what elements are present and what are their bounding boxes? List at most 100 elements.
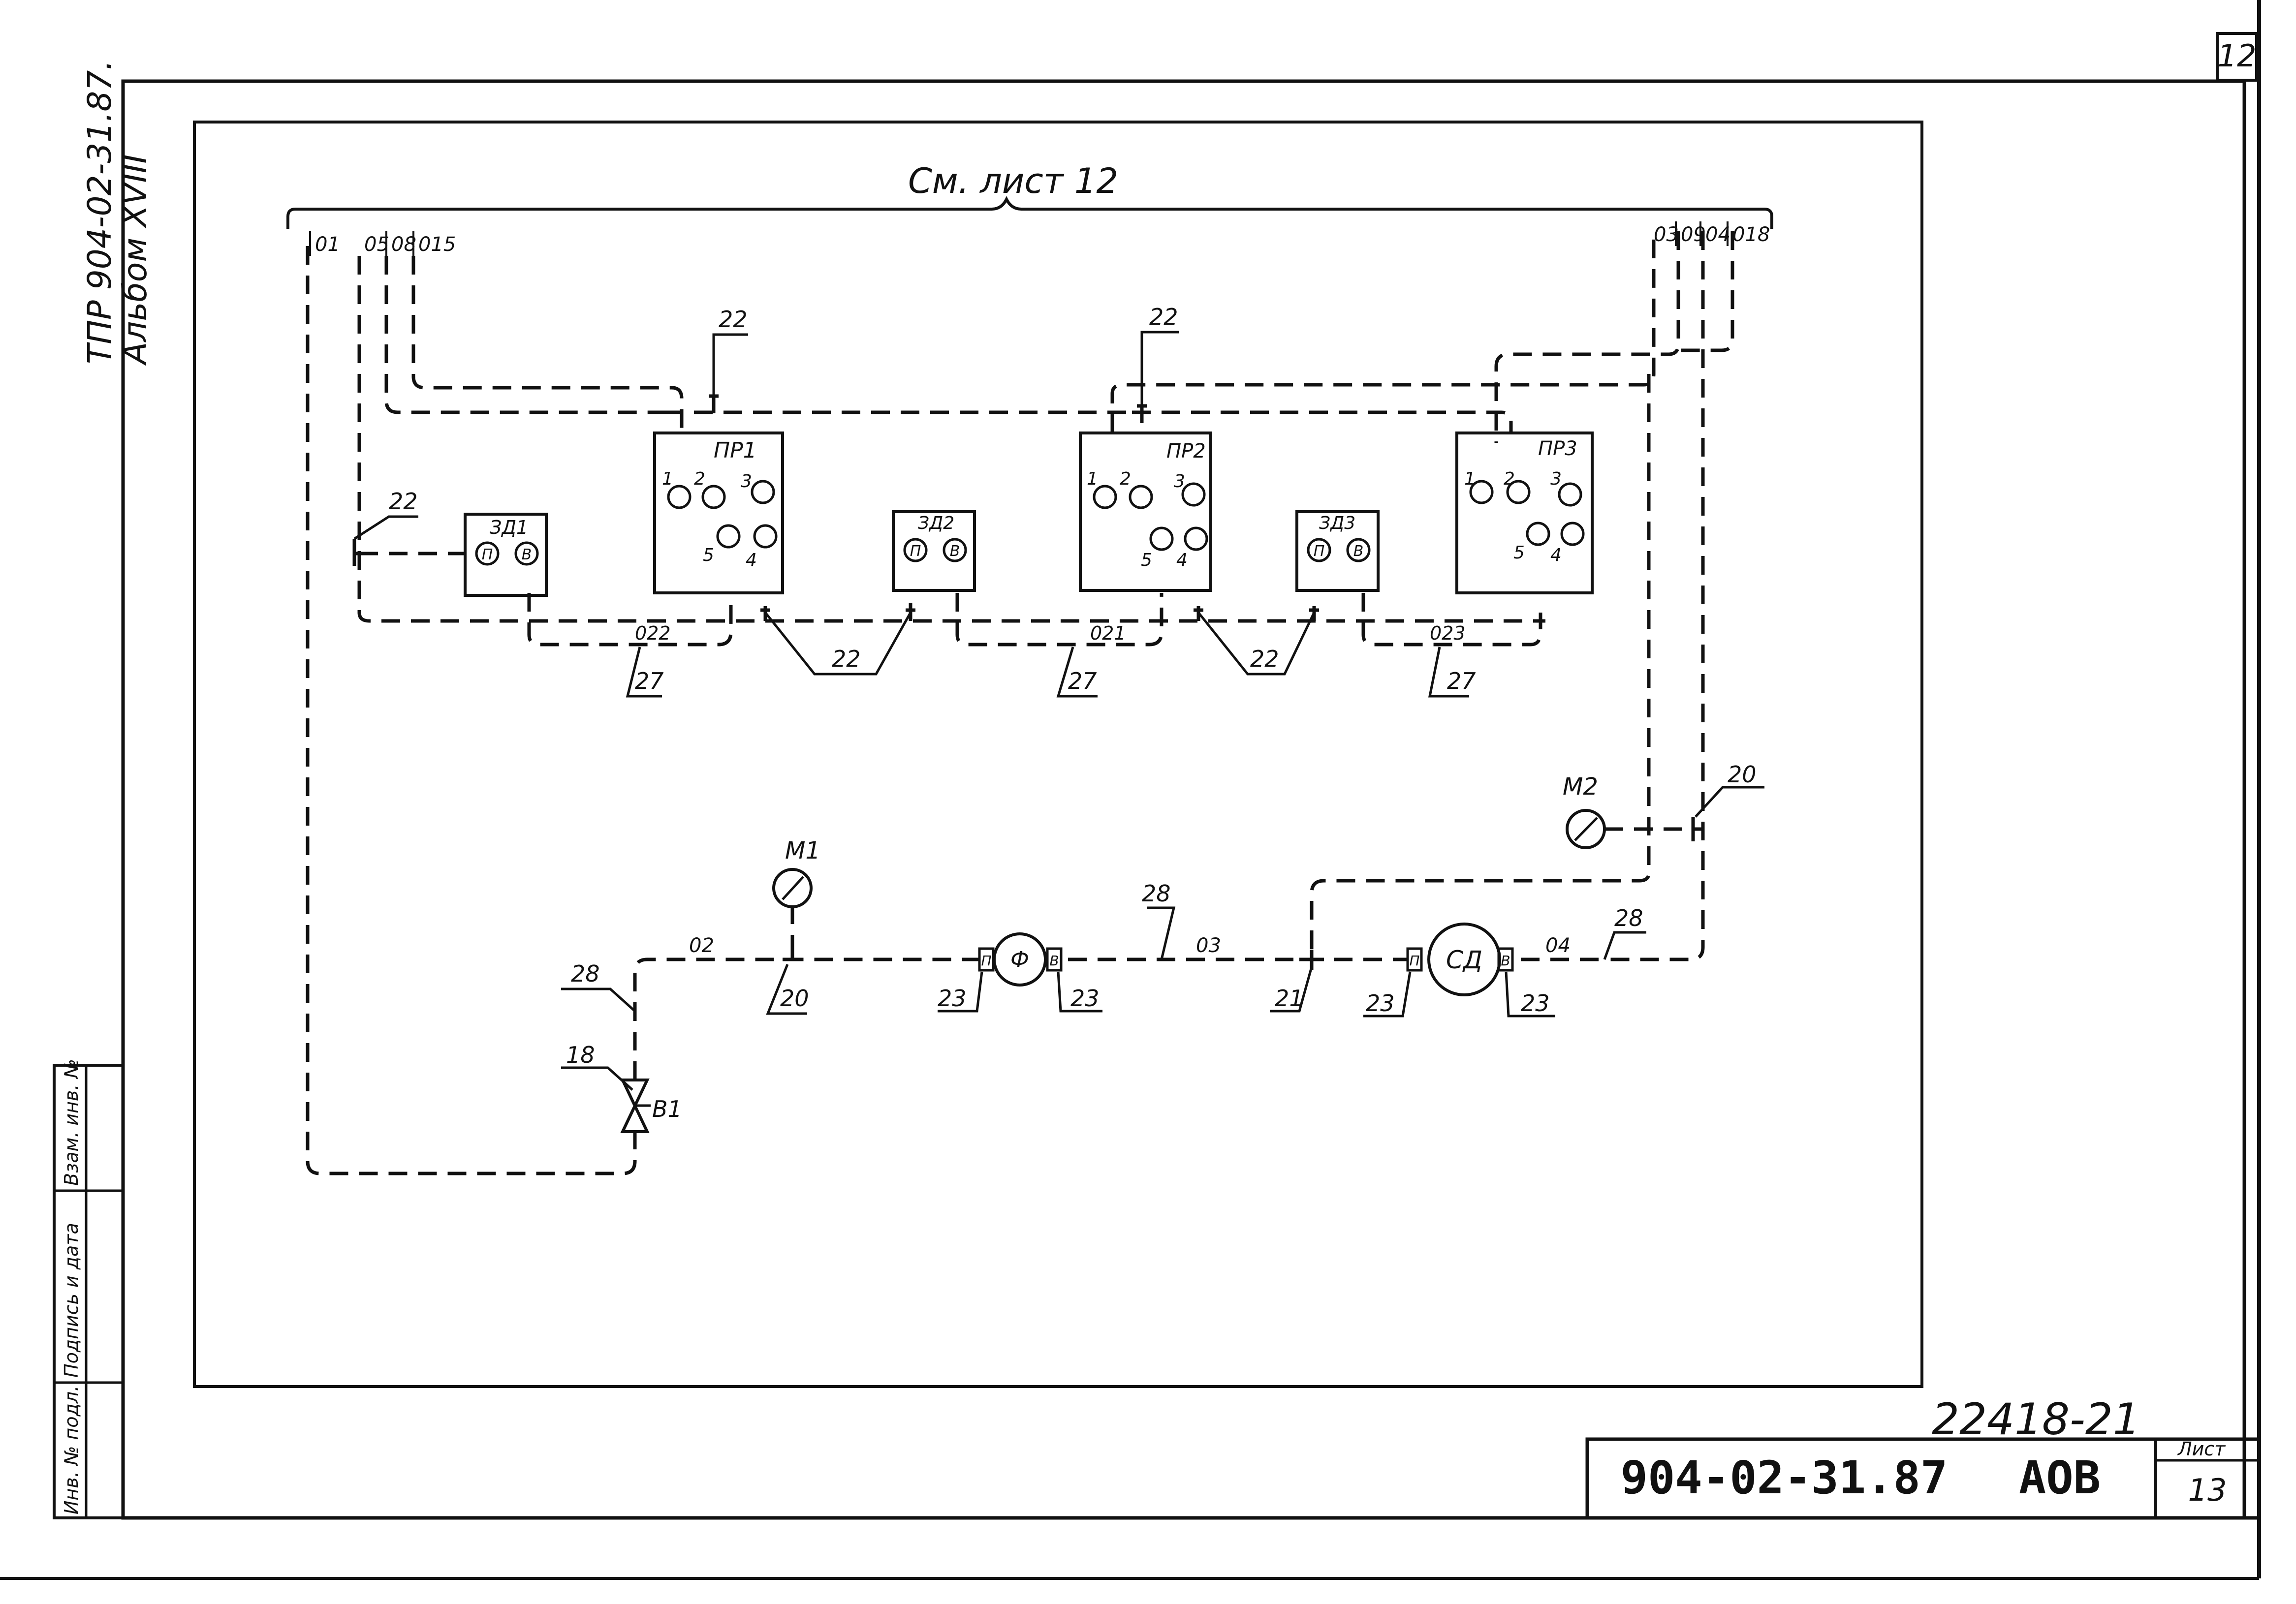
callout-22-b: 22: [1149, 304, 1178, 330]
callout-22-c: 22: [389, 488, 418, 515]
callout-27-b: 27: [1068, 668, 1097, 694]
callout-27-c: 27: [1447, 668, 1476, 694]
pipe-09: [1494, 231, 1680, 443]
panel-pr3-port-5: 5: [1513, 543, 1525, 563]
document-code: 904-02-31.87: [1621, 1451, 1948, 1504]
panel-pr3-label: ПР3: [1538, 437, 1577, 460]
panel-pr2-port-5: 5: [1141, 550, 1152, 570]
gauge-m1: М1 20: [766, 837, 820, 1015]
dryer-outlet-label: В: [1501, 953, 1510, 969]
pipe-018: [1678, 231, 1734, 352]
line-label-03-top: 03: [1654, 223, 1679, 246]
line-label-05: 05: [364, 233, 389, 256]
line-label-08: 08: [391, 233, 416, 256]
callout-27-a: 27: [635, 668, 664, 694]
section-code: АОВ: [2019, 1451, 2101, 1504]
callouts-22: 22 22 22 22 22: [353, 304, 1316, 676]
gauge-m1-label: М1: [785, 837, 820, 864]
top-left-line-labels: 01 05 08 015: [309, 231, 456, 256]
stamp-cell-inventory: Инв. № подл.: [61, 1386, 82, 1514]
sensor-zd1-port-v: В: [522, 546, 532, 563]
drawing-area-border: [193, 121, 1923, 1388]
sheet-label: Лист: [2177, 1438, 2226, 1460]
line-label-015: 015: [418, 233, 456, 256]
reference-brace: См. лист 12: [286, 161, 1773, 229]
sensor-zd1: ЗД1 П В: [464, 513, 548, 597]
dryer-inlet-label: П: [1409, 953, 1419, 969]
dryer: П СД В 23 23: [1363, 923, 1555, 1018]
pipe-drain-023: [1361, 593, 1542, 647]
panel-pr1-port-1: 1: [662, 469, 673, 489]
callout-23-c: 23: [1366, 990, 1395, 1017]
pipe-drain-021: [955, 593, 1164, 647]
sensor-zd3-port-p: П: [1314, 543, 1325, 560]
piping: [306, 231, 1734, 1175]
pipe-015: [411, 256, 684, 433]
callout-22-a: 22: [719, 306, 748, 333]
side-title: ТПР 904-02-31.87. Альбом XVIII: [81, 60, 154, 366]
line-label-03: 03: [1196, 934, 1221, 957]
gauge-m2-label: М2: [1563, 773, 1598, 801]
callout-28-right: 28: [1614, 905, 1643, 931]
pipe-05: [357, 256, 1545, 623]
callouts-27: 27 27 27: [626, 647, 1476, 698]
callout-20-m2: 20: [1728, 761, 1757, 788]
stamp-cell-signature: Подпись и дата: [61, 1223, 82, 1378]
side-title-line-1: ТПР 904-02-31.87.: [81, 60, 119, 364]
line-label-022: 022: [635, 622, 671, 644]
reference-note: См. лист 12: [908, 161, 1118, 201]
sensor-zd3-label: ЗД3: [1319, 513, 1355, 533]
filter-inlet-label: П: [981, 953, 991, 969]
panel-pr2-port-1: 1: [1087, 469, 1098, 489]
sensor-zd2: ЗД2 П В: [892, 510, 976, 592]
callout-20-m1: 20: [780, 985, 809, 1012]
pipe-header-pr2: [1110, 231, 1656, 433]
line-label-021: 021: [1090, 622, 1126, 644]
callout-28-mid: 28: [1142, 880, 1171, 907]
pipe-03-down: [1310, 374, 1651, 959]
filter-outlet-label: В: [1049, 953, 1059, 969]
pipe-08: [384, 256, 664, 414]
line-label-023: 023: [1430, 622, 1466, 644]
sensor-zd2-port-v: В: [950, 543, 960, 560]
callout-23-d: 23: [1521, 990, 1550, 1017]
callout-22-d: 22: [832, 646, 861, 672]
pipe-04-down: [1604, 231, 1705, 961]
top-sheet-box: [2216, 32, 2258, 82]
sheet-number: 13: [2188, 1472, 2227, 1508]
top-sheet-number: 12: [2218, 38, 2257, 74]
callout-18: 18: [566, 1042, 595, 1068]
panel-pr1-port-4: 4: [746, 550, 757, 570]
valve-b1: В1 18: [561, 1042, 682, 1133]
gauge-m2: М2 20: [1563, 761, 1764, 849]
callout-22-e: 22: [1250, 646, 1279, 672]
panel-pr2-port-2: 2: [1120, 469, 1131, 489]
sensor-zd2-port-p: П: [910, 543, 921, 560]
line-label-04: 04: [1545, 934, 1571, 957]
valve-label: В1: [652, 1096, 682, 1122]
panel-pr2-port-3: 3: [1174, 471, 1185, 492]
callout-28-left: 28: [571, 960, 600, 987]
stamp-cell-replaced: Взам. инв. №: [61, 1059, 82, 1186]
top-right-line-labels: 03 09 04 018: [1654, 221, 1770, 246]
title-block: 904-02-31.87 АОВ Лист 13: [1585, 1437, 2261, 1520]
panel-pr1-port-3: 3: [741, 471, 752, 492]
panel-pr2: ПР2 1 2 3 5 4: [1079, 432, 1212, 592]
side-title-line-2: Альбом XVIII: [116, 154, 154, 366]
line-label-01: 01: [315, 233, 340, 256]
tee-fittings: [352, 394, 1319, 621]
sensor-zd3-port-v: В: [1353, 543, 1364, 560]
pipe-header-pr2-right: [1132, 410, 1513, 433]
pipe-main-02: [633, 957, 979, 1080]
sheet-frame: [0, 0, 2261, 1580]
dryer-label: СД: [1446, 946, 1482, 974]
sensor-zd1-port-p: П: [482, 546, 493, 563]
panel-pr1-port-2: 2: [694, 469, 705, 489]
callout-23-a: 23: [938, 985, 967, 1012]
filter-label: Ф: [1010, 947, 1029, 972]
callout-21: 21: [1275, 985, 1304, 1012]
line-label-02: 02: [689, 934, 714, 957]
line-label-04-top: 04: [1705, 223, 1730, 246]
panel-pr2-label: ПР2: [1166, 440, 1206, 463]
